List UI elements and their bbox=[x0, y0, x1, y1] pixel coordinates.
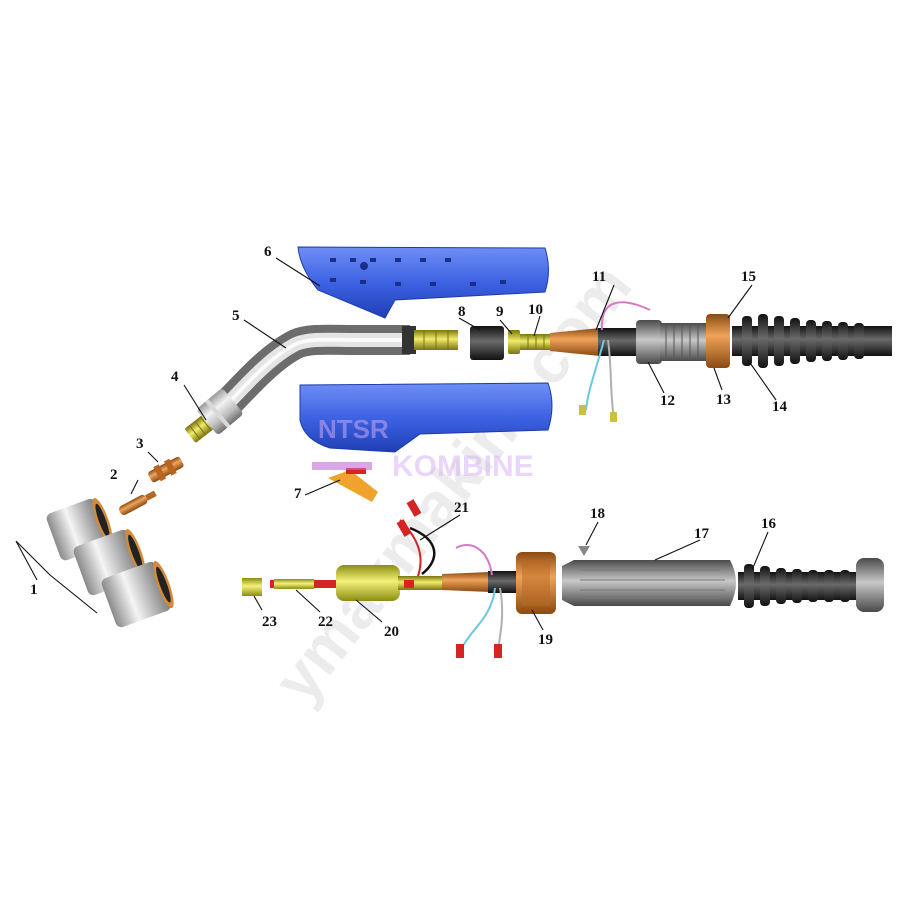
part-5-swan-neck bbox=[197, 324, 458, 434]
part-12-handle-body-nut bbox=[636, 320, 706, 364]
brand-watermark: NTSR KOMBINE bbox=[318, 414, 534, 483]
part-19-threaded-ring bbox=[516, 552, 556, 614]
label-part-14: 14 bbox=[772, 399, 788, 415]
label-part-23: 23 bbox=[262, 614, 277, 630]
label-part-18: 18 bbox=[590, 506, 605, 522]
diagonal-watermark: ymakmakina.com bbox=[260, 251, 645, 716]
svg-text:KOMBINE: KOMBINE bbox=[392, 450, 534, 483]
part-17-handle-grip bbox=[562, 560, 736, 606]
part-wires-top bbox=[579, 301, 651, 422]
part-13-15-ring bbox=[706, 314, 730, 368]
label-part-20: 20 bbox=[384, 624, 399, 640]
part-20-switch-housing bbox=[336, 565, 442, 601]
label-part-1: 1 bbox=[30, 582, 38, 598]
svg-text:ymakmakina.com: ymakmakina.com bbox=[260, 251, 645, 716]
part-2-contact-tip bbox=[119, 490, 157, 516]
part-16-cable-spring-guard bbox=[738, 558, 884, 612]
label-part-21: 21 bbox=[454, 500, 469, 516]
part-18-screw bbox=[578, 546, 590, 556]
label-part-7: 7 bbox=[294, 486, 302, 502]
label-part-22: 22 bbox=[318, 614, 333, 630]
part-8-nut bbox=[470, 326, 504, 360]
label-part-5: 5 bbox=[232, 308, 240, 324]
svg-text:NTSR: NTSR bbox=[318, 414, 389, 444]
part-10-thread-adapter bbox=[520, 334, 550, 350]
label-part-15: 15 bbox=[741, 269, 756, 285]
leader-lines bbox=[130, 257, 777, 631]
label-part-3: 3 bbox=[136, 436, 144, 452]
label-part-10: 10 bbox=[528, 302, 543, 318]
part-3-gas-diffuser bbox=[148, 456, 184, 483]
label-part-12: 12 bbox=[660, 393, 675, 409]
part-number-labels: 1 2 3 4 5 6 7 8 9 10 11 12 13 14 15 16 1… bbox=[30, 244, 788, 648]
part-1-gas-nozzles bbox=[46, 498, 174, 628]
part-22-liner-pin bbox=[270, 579, 338, 589]
bracket-part-1 bbox=[15, 540, 98, 614]
part-handle-lower-half bbox=[299, 382, 553, 453]
part-11-cable-connector bbox=[550, 328, 642, 356]
label-part-17: 17 bbox=[694, 526, 710, 542]
label-part-4: 4 bbox=[171, 369, 179, 385]
part-23-bushing bbox=[242, 578, 262, 596]
label-part-19: 19 bbox=[538, 632, 553, 648]
label-part-16: 16 bbox=[761, 516, 777, 532]
part-7-trigger bbox=[312, 462, 378, 502]
part-wires-bottom bbox=[455, 544, 504, 658]
part-14-cable-spring-guard bbox=[732, 314, 892, 368]
part-bottom-cable-connector bbox=[442, 571, 518, 593]
label-part-6: 6 bbox=[264, 244, 272, 260]
label-part-11: 11 bbox=[592, 269, 606, 285]
label-part-13: 13 bbox=[716, 392, 731, 408]
part-21-switch-wires bbox=[396, 499, 436, 577]
label-part-8: 8 bbox=[458, 304, 466, 320]
label-part-2: 2 bbox=[110, 467, 118, 483]
part-6-handle-upper-half bbox=[297, 246, 549, 319]
part-9-washer bbox=[508, 330, 520, 354]
label-part-9: 9 bbox=[496, 304, 504, 320]
